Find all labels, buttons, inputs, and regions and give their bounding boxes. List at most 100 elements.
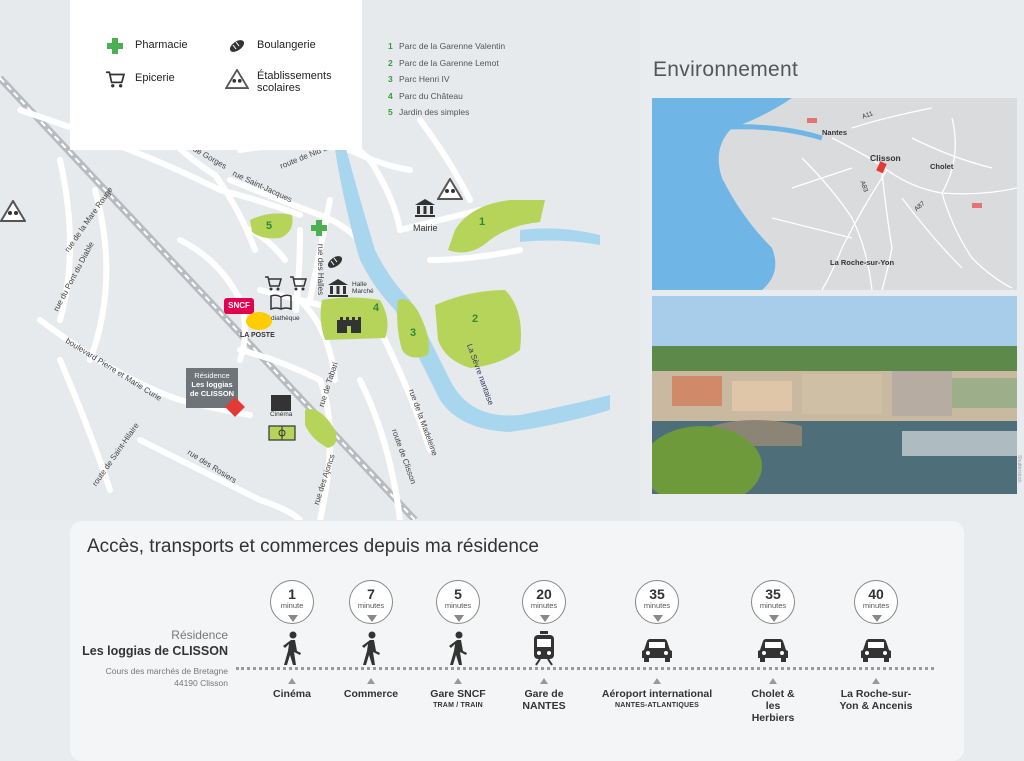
park-5 (250, 213, 293, 239)
timeline-tick (540, 678, 548, 684)
timeline-tick (872, 678, 880, 684)
pharmacy-cross-icon (311, 220, 327, 236)
shopping-cart-icon (265, 276, 282, 291)
pharmacy-cross-icon (103, 35, 127, 57)
park-number-1: 1 (479, 216, 486, 228)
halle-label: Halle Marché (352, 281, 374, 295)
cinema-poi: Cinéma (270, 395, 292, 418)
map-legend: Pharmacie Boulangerie Epicerie Établisse… (70, 0, 362, 150)
bakery-icon (327, 256, 343, 268)
football-field-icon (268, 425, 296, 441)
school-sign-icon (0, 200, 26, 222)
halle-poi: Halle Marché (327, 278, 378, 298)
residence-marker-line3: de CLISSON (189, 389, 235, 398)
park-number-3: 3 (410, 327, 417, 339)
legend-item-bakery: Boulangerie (225, 35, 316, 57)
region-label-nantes: Nantes (822, 128, 848, 137)
legend-item-school: Établissements scolaires (225, 68, 347, 94)
timeline-tick (653, 678, 661, 684)
timeline-tick (367, 678, 375, 684)
timeline-tick (288, 678, 296, 684)
timeline-tick (454, 678, 462, 684)
town-hall-icon (415, 199, 436, 217)
river-sevre (335, 145, 610, 432)
region-map: Nantes Clisson Cholet La Roche-sur-Yon A… (652, 98, 1017, 290)
stop-label: Commerce (343, 688, 399, 700)
castle-icon (337, 317, 361, 333)
school-sign-icon (225, 68, 249, 90)
legend-item-grocery: Epicerie (103, 68, 175, 90)
residence-marker-line1: Résidence (194, 371, 230, 380)
timeline-line (236, 667, 934, 670)
residence-label: Résidence (171, 628, 228, 642)
mairie-label: Mairie (413, 223, 438, 233)
region-label-cholet: Cholet (930, 162, 954, 171)
residence-address-line1: Cours des marchés de Bretagne (105, 666, 228, 676)
legend-label: Epicerie (135, 72, 175, 84)
railway-line (0, 75, 418, 520)
train-icon (474, 630, 614, 668)
legend-label: Pharmacie (135, 39, 188, 51)
park-2 (435, 290, 521, 368)
park-tabari (305, 409, 337, 448)
residence-info: Résidence Les loggias de CLISSON Cours d… (70, 628, 228, 688)
residence-address-line2: 44190 Clisson (174, 678, 228, 688)
stop-sublabel: NANTES-ATLANTIQUES (615, 702, 699, 709)
park-3 (397, 299, 429, 358)
park-number-2: 2 (472, 313, 479, 325)
mairie-poi: Mairie (413, 198, 438, 233)
park-number-4: 4 (373, 302, 380, 314)
market-hall-icon (328, 279, 348, 297)
walking-person-icon (388, 630, 528, 668)
legend-item-pharmacy: Pharmacie (103, 35, 188, 57)
region-label-roche: La Roche-sur-Yon (830, 258, 895, 267)
legend-label: Établissements scolaires (257, 70, 332, 94)
environment-title: Environnement (653, 58, 799, 81)
stop-label: Aéroport international (601, 688, 713, 700)
walking-person-icon (222, 630, 362, 668)
access-panel (70, 521, 964, 761)
school-sign-icon (437, 178, 463, 200)
cinema-icon (271, 395, 292, 411)
legend-label: Boulangerie (257, 39, 316, 51)
region-label-clisson: Clisson (870, 153, 901, 163)
stop-label: Cholet & les Herbiers (751, 688, 795, 724)
park-number-5: 5 (266, 220, 273, 232)
laposte-logo (246, 312, 272, 330)
clisson-photo (652, 296, 1017, 494)
timeline-tick (769, 678, 777, 684)
residence-marker: Résidence Les loggias de CLISSON (186, 368, 238, 408)
laposte-label: LA POSTE (240, 332, 275, 339)
bakery-icon (225, 35, 249, 57)
photo-credit: Shutterstock (1016, 455, 1022, 483)
stop-sublabel: TRAM / TRAIN (433, 702, 483, 709)
mediatheque-poi: Médiathèque (262, 294, 300, 322)
car-icon (806, 630, 946, 668)
cinema-label: Cinéma (270, 411, 293, 418)
park-1 (448, 200, 545, 253)
car-icon (587, 630, 727, 668)
car-icon (703, 630, 843, 668)
stop-label: Cinéma (273, 688, 311, 700)
book-icon (270, 294, 292, 311)
residence-marker-line2: Les loggias (191, 380, 233, 389)
access-title: Accès, transports et commerces depuis ma… (87, 536, 539, 557)
